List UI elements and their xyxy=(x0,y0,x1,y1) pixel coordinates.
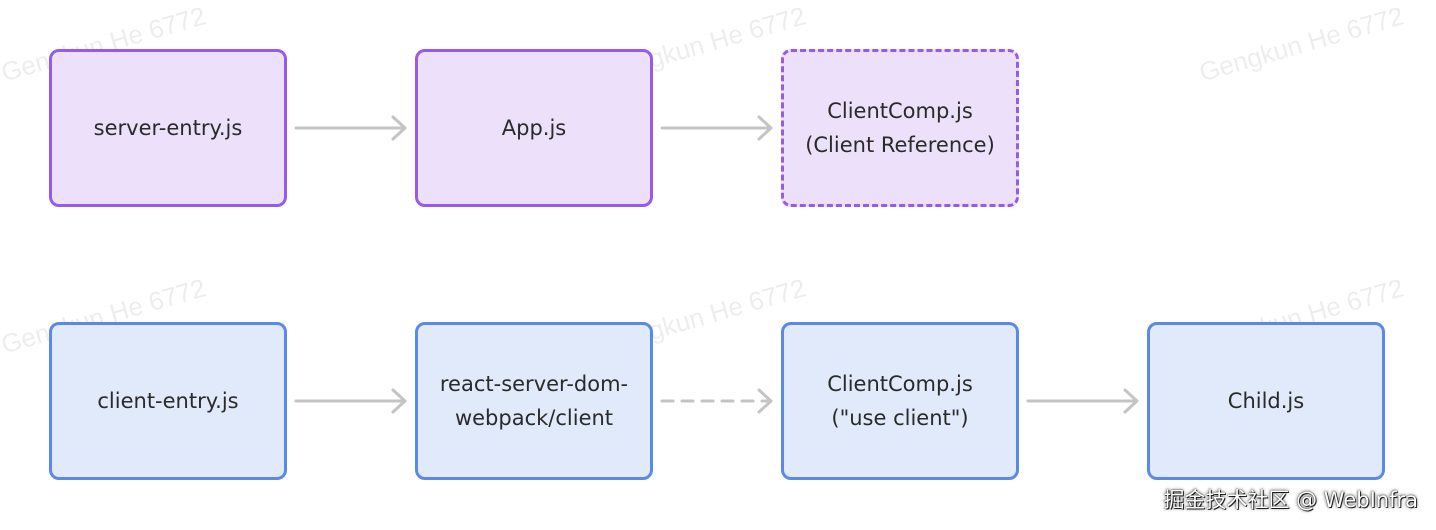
node-sublabel: (Client Reference) xyxy=(805,133,995,157)
node-server-entry: server-entry.js xyxy=(49,49,287,207)
arrowhead xyxy=(391,388,407,414)
node-label: Child.js xyxy=(1227,389,1305,413)
node-child: Child.js xyxy=(1147,322,1385,480)
node-sublabel: ("use client") xyxy=(831,406,969,430)
node-client-comp-reference: ClientComp.js (Client Reference) xyxy=(781,49,1019,207)
node-label: App.js xyxy=(501,116,567,140)
node-label: server-entry.js xyxy=(93,116,243,140)
arrowhead xyxy=(391,115,407,141)
node-label: client-entry.js xyxy=(97,389,239,413)
node-label: react-server-dom- xyxy=(439,372,629,396)
arrowhead xyxy=(1123,388,1139,414)
node-sublabel: webpack/client xyxy=(454,406,614,430)
node-react-server-dom-webpack-client: react-server-dom- webpack/client xyxy=(415,322,653,480)
arrowhead xyxy=(757,388,773,414)
node-label: ClientComp.js xyxy=(827,99,973,123)
node-client-comp-use-client: ClientComp.js ("use client") xyxy=(781,322,1019,480)
node-app: App.js xyxy=(415,49,653,207)
node-client-entry: client-entry.js xyxy=(49,322,287,480)
node-label: ClientComp.js xyxy=(827,372,973,396)
footer-attribution: 掘金技术社区 @ WebInfra xyxy=(1163,488,1418,512)
arrowhead xyxy=(757,115,773,141)
